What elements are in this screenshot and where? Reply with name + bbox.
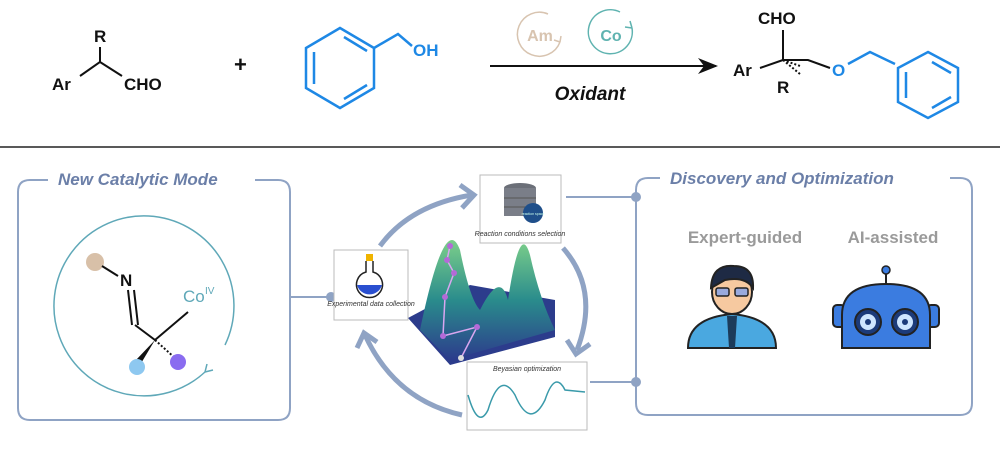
svg-text:Co: Co	[600, 28, 622, 45]
left-panel-title: New Catalytic Mode	[58, 170, 218, 189]
ai-robot-icon	[832, 265, 940, 349]
expert-guided-label: Expert-guided	[688, 228, 802, 247]
svg-text:CHO: CHO	[758, 9, 796, 28]
svg-text:IV: IV	[205, 286, 215, 297]
svg-text:O: O	[832, 61, 845, 80]
benzyl-alcohol	[304, 26, 413, 110]
am-catalyst: Am	[516, 11, 562, 57]
svg-text:N: N	[120, 271, 132, 290]
r-label: R	[94, 27, 106, 46]
oxidant-label: Oxidant	[555, 84, 626, 105]
right-panel-title: Discovery and Optimization	[670, 169, 894, 188]
step-experimental-data: Experimental data collection	[327, 249, 415, 321]
cycle-arrows	[354, 182, 592, 418]
plus-sign: +	[234, 52, 247, 77]
oh-label: OH	[413, 41, 439, 60]
svg-text:Experimental data collection: Experimental data collection	[327, 301, 415, 308]
svg-text:Beyasian optimization: Beyasian optimization	[493, 366, 561, 373]
svg-text:reaction space: reaction space	[522, 212, 545, 216]
ai-assisted-label: AI-assisted	[848, 228, 939, 247]
left-panel: New Catalytic Mode N Co IV	[17, 170, 291, 421]
optimization-landscape	[408, 240, 555, 365]
svg-text:R: R	[777, 78, 789, 97]
svg-text:Am: Am	[527, 28, 553, 45]
expert-person-icon	[686, 264, 778, 349]
cho-label: CHO	[124, 75, 162, 94]
svg-text:Reaction conditions selection: Reaction conditions selection	[475, 231, 566, 238]
product: CHO Ar R O	[733, 9, 960, 120]
co-catalyst: Co	[587, 9, 634, 55]
step-bayesian-optimization: Beyasian optimization	[466, 361, 588, 431]
ar-label: Ar	[52, 75, 71, 94]
step-reaction-conditions: reaction space Reaction conditions selec…	[475, 174, 566, 244]
svg-text:Ar: Ar	[733, 61, 752, 80]
right-panel: Discovery and Optimization Expert-guided…	[635, 169, 973, 416]
reactant-aldehyde: R Ar CHO	[52, 27, 162, 94]
cobalt-label: Co	[183, 287, 205, 306]
